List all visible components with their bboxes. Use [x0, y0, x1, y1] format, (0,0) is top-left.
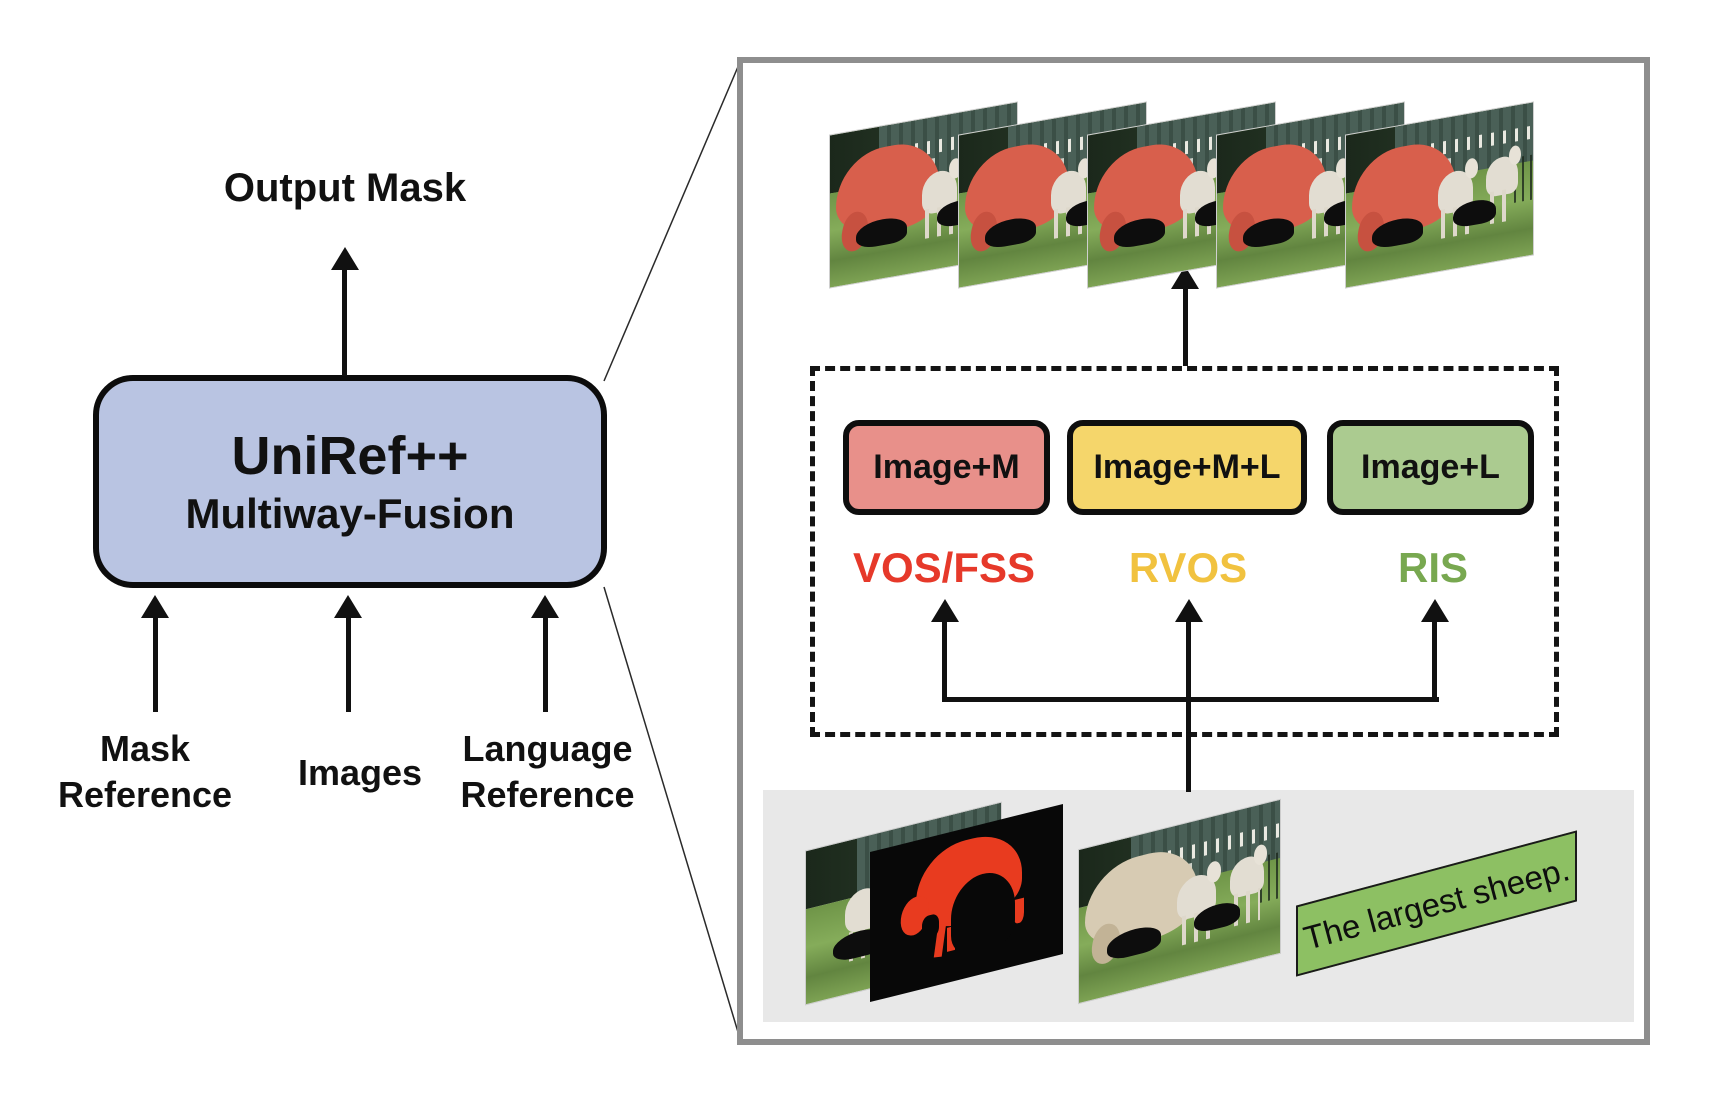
vos-arrow-stem: [942, 620, 947, 700]
images-label: Images: [255, 750, 465, 796]
rvos-arrow-head-icon: [1175, 599, 1203, 622]
mask-reference-label: Mask Reference: [40, 726, 250, 818]
mode-image-l: Image+L: [1327, 420, 1534, 515]
images-arrow-head-icon: [334, 595, 362, 618]
language-ref-arrow-head-icon: [531, 595, 559, 618]
task-label-ris: RIS: [1397, 544, 1468, 591]
language-reference-label-line1: Language: [462, 728, 633, 769]
mode-image-m-l: Image+M+L: [1067, 420, 1307, 515]
images-arrow-stem: [346, 616, 351, 712]
model-box: UniRef++ Multiway-Fusion: [93, 375, 607, 588]
rvos-arrow-stem: [1186, 620, 1191, 792]
task-label-rvos: RVOS: [1128, 544, 1248, 591]
fusion-output-arrow-stem: [1183, 288, 1188, 366]
mask-reference-label-line2: Reference: [57, 774, 233, 815]
language-reference-label: Language Reference: [440, 726, 655, 818]
mask-reference-label-line1: Mask: [99, 728, 191, 769]
language-reference-label-line2: Reference: [460, 774, 635, 815]
mode-image-m: Image+M: [843, 420, 1050, 515]
output-arrow-stem: [342, 268, 347, 376]
fusion-output-arrow-head-icon: [1171, 266, 1199, 289]
mask-ref-arrow-stem: [153, 616, 158, 712]
fusion-region: [810, 366, 1559, 737]
ris-arrow-head-icon: [1421, 599, 1449, 622]
ris-arrow-stem: [1432, 620, 1437, 700]
model-subtitle: Multiway-Fusion: [185, 489, 515, 537]
vos-arrow-head-icon: [931, 599, 959, 622]
language-ref-arrow-stem: [543, 616, 548, 712]
output-mask-label: Output Mask: [223, 166, 467, 210]
output-arrow-head-icon: [331, 247, 359, 270]
images-label-line1: Images: [297, 752, 423, 793]
mask-ref-arrow-head-icon: [141, 595, 169, 618]
task-label-vos-fss: VOS/FSS: [852, 544, 1036, 591]
model-title: UniRef++: [231, 425, 469, 486]
